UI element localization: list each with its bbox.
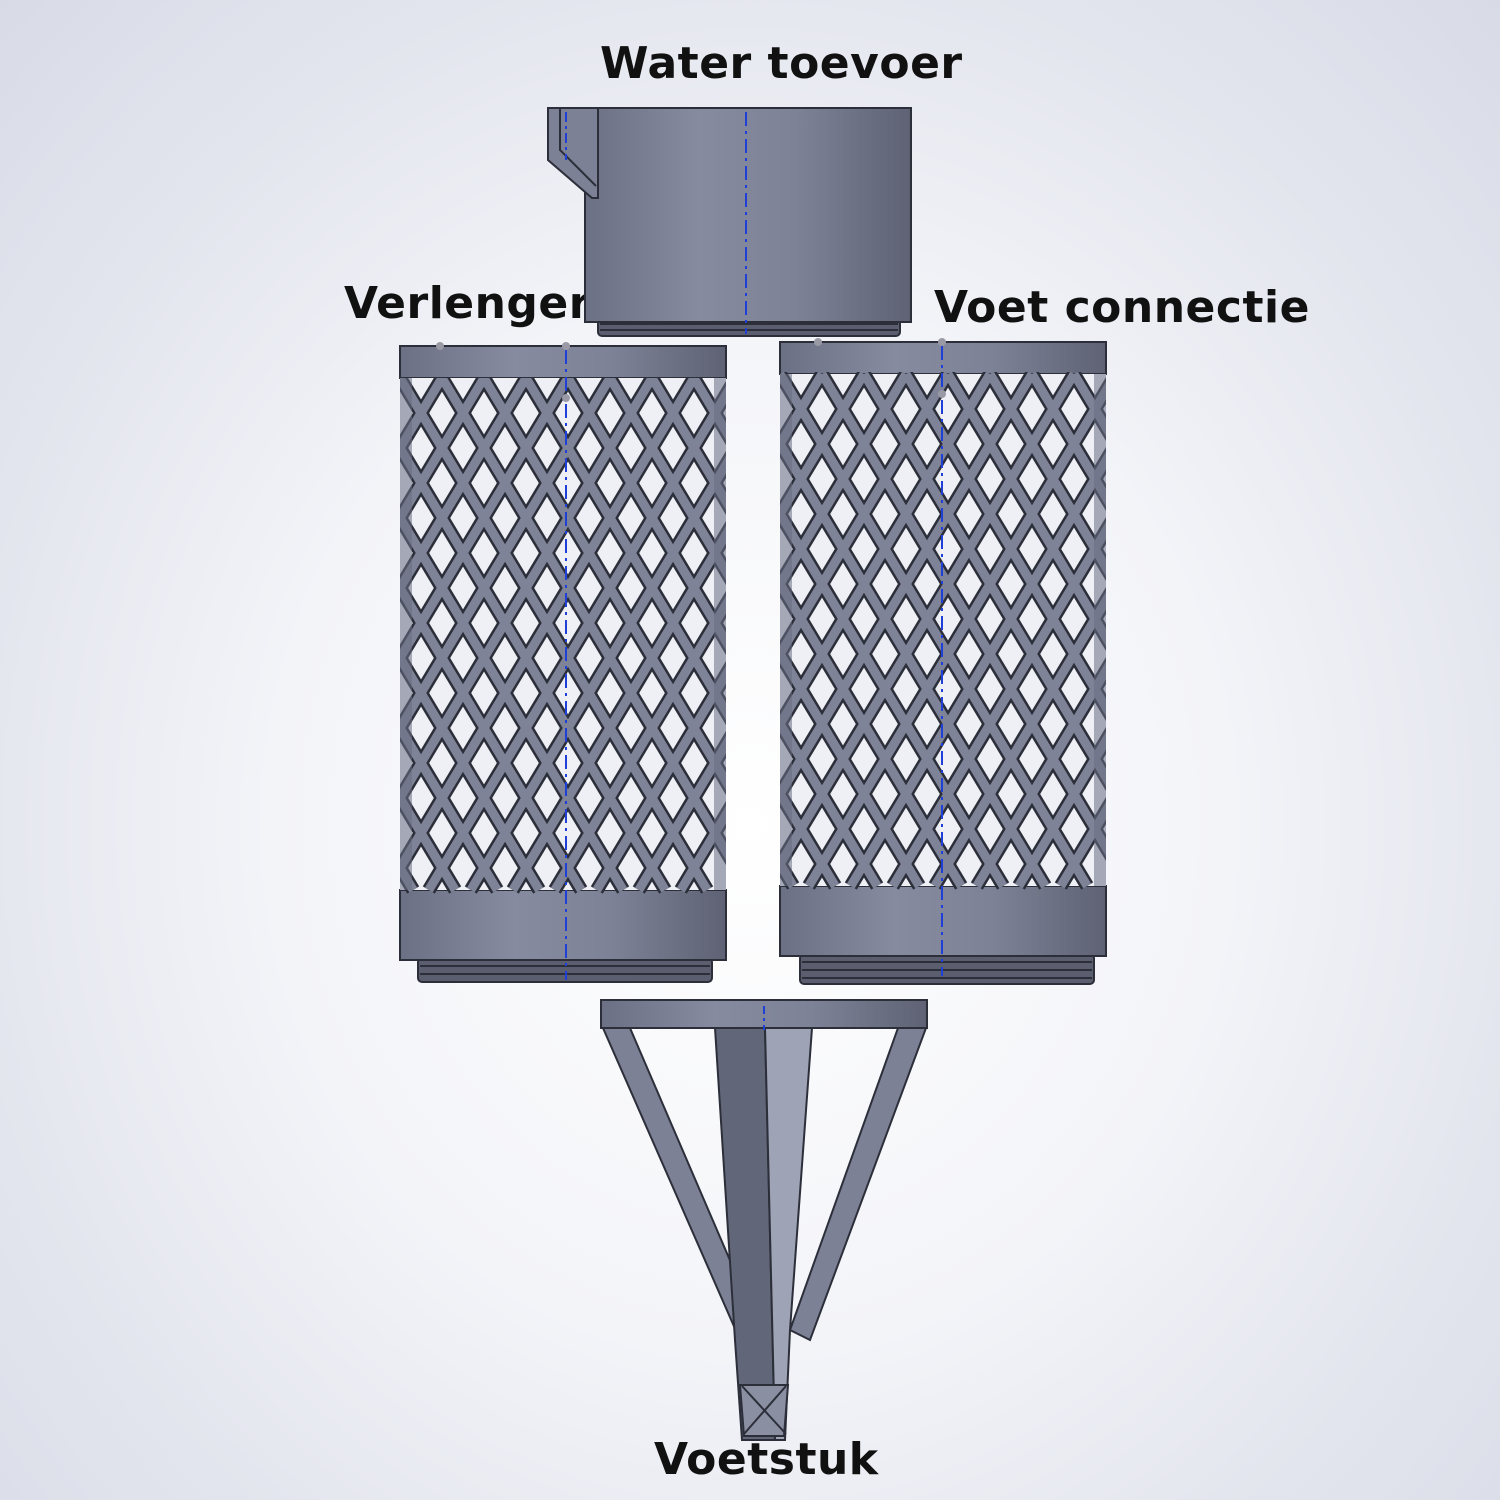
label-water-toevoer: Water toevoer (600, 38, 963, 89)
part-verlenger (399, 342, 727, 983)
label-verlenger: Verlenger (344, 278, 591, 329)
label-voet-connectie: Voet connectie (934, 282, 1310, 333)
label-voetstuk: Voetstuk (654, 1434, 879, 1485)
part-voetstuk (600, 999, 928, 1441)
part-voet-connectie (779, 338, 1107, 985)
part-water-toevoer (547, 107, 912, 337)
